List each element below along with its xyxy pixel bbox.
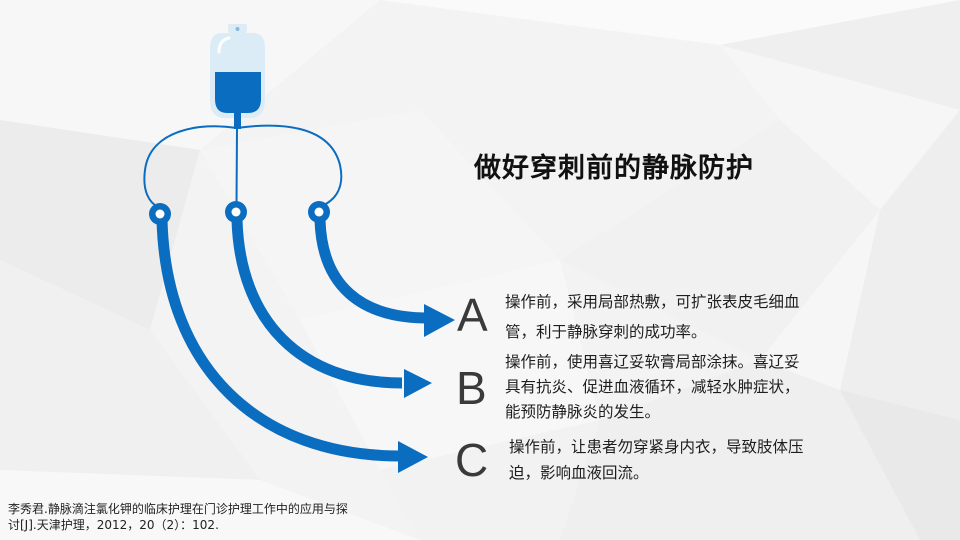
arrow-c <box>156 219 428 473</box>
item-letter-a: A <box>457 289 488 341</box>
tube-node-c <box>149 203 171 225</box>
iv-tubes <box>143 124 343 208</box>
item-text-c: 操作前，让患者勿穿紧身内衣，导致肢体压 迫，影响血液回流。 <box>509 434 804 486</box>
item-b-line-3: 能预防静脉炎的发生。 <box>505 403 661 421</box>
slide-title: 做好穿刺前的静脉防护 <box>474 153 754 184</box>
item-a-line-2: 管，利于静脉穿刺的成功率。 <box>505 323 707 341</box>
item-b-line-2: 具有抗炎、促进血液循环，减轻水肿症状， <box>505 378 800 396</box>
tube-node-a <box>308 201 330 223</box>
item-c-line-1: 操作前，让患者勿穿紧身内衣，导致肢体压 <box>509 438 804 456</box>
reference-citation: 李秀君.静脉滴注氯化钾的临床护理在门诊护理工作中的应用与探 讨[J].天津护理，… <box>8 501 408 533</box>
item-letter-c: C <box>455 434 489 486</box>
item-letter-b: B <box>456 362 487 414</box>
iv-drip-bag-icon <box>210 24 265 129</box>
arrow-b <box>231 219 432 398</box>
reference-line-2: 讨[J].天津护理，2012，20（2）：102. <box>8 518 219 532</box>
item-a-line-1: 操作前，采用局部热敷，可扩张表皮毛细血 <box>505 293 800 311</box>
reference-line-1: 李秀君.静脉滴注氯化钾的临床护理在门诊护理工作中的应用与探 <box>8 502 348 516</box>
tube-node-b <box>225 201 247 223</box>
item-c-line-2: 迫，影响血液回流。 <box>509 464 649 482</box>
item-text-b: 操作前，使用喜辽妥软膏局部涂抹。喜辽妥 具有抗炎、促进血液循环，减轻水肿症状， … <box>505 350 800 425</box>
arrow-a <box>314 219 455 337</box>
item-text-a: 操作前，采用局部热敷，可扩张表皮毛细血 管，利于静脉穿刺的成功率。 <box>505 287 800 347</box>
item-b-line-1: 操作前，使用喜辽妥软膏局部涂抹。喜辽妥 <box>505 353 800 371</box>
